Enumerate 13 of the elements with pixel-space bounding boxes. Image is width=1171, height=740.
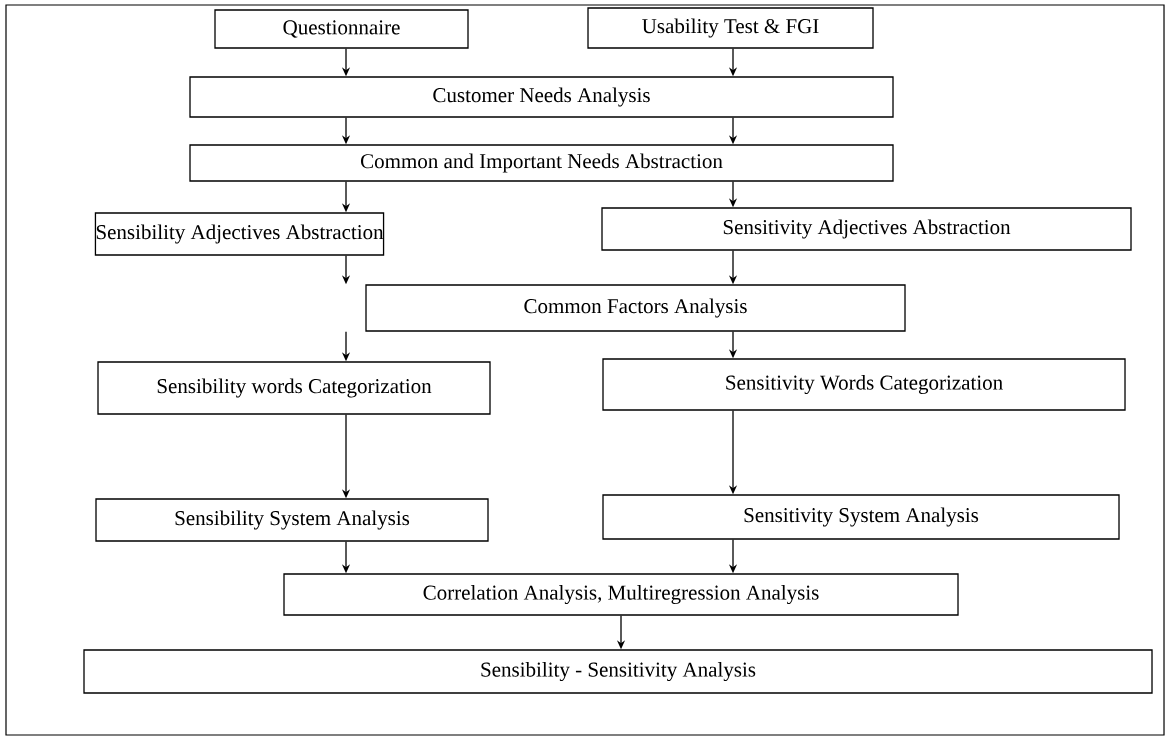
process-box: Sensitivity Adjectives Abstraction (601, 207, 1132, 251)
process-box: Sensibility Adjectives Abstraction (94, 212, 385, 256)
process-box: Common and Important Needs Abstraction (189, 144, 894, 182)
process-box: Questionnaire (214, 9, 469, 49)
process-box: Usability Test & FGI (587, 7, 874, 49)
process-box: Sensibility System Analysis (95, 498, 489, 542)
process-box: Sensitivity Words Categorization (602, 358, 1126, 411)
process-box: Sensitivity System Analysis (602, 494, 1120, 540)
process-box: Customer Needs Analysis (189, 76, 894, 118)
process-box: Common Factors Analysis (365, 284, 906, 332)
process-box: Sensibility - Sensitivity Analysis (83, 649, 1153, 694)
process-box: Correlation Analysis, Multiregression Analysis (283, 573, 959, 616)
process-box: Sensibility words Categorization (97, 361, 491, 415)
